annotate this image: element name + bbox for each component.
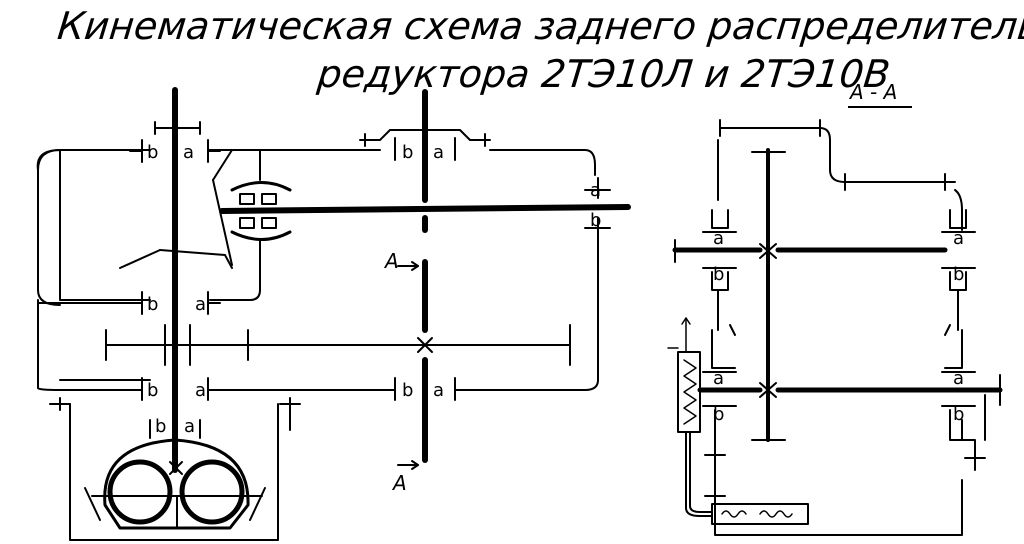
bearing-label-b: b [590, 210, 601, 231]
upper-right-housing-line [489, 149, 596, 176]
bearing-label-a: a [183, 142, 194, 163]
bearing-label-b: b [402, 380, 413, 401]
axle-gear-right [179, 459, 245, 525]
oil-filter [711, 503, 809, 525]
upper-left-housing-line [37, 149, 143, 171]
bevel-gear-left [119, 249, 161, 269]
lower-housing-box [69, 403, 279, 541]
clutch-housing-line [209, 149, 261, 301]
oil-pipe [685, 431, 713, 517]
bearing-label-b: b [147, 294, 158, 315]
clutch-cam-upper [230, 181, 292, 192]
bevel-gear-upper [212, 149, 233, 181]
left-main-scheme [36, 87, 631, 541]
bearing-label-b: b [147, 380, 158, 401]
bearing-label-b: b [953, 404, 964, 425]
right-housing-line [454, 239, 599, 391]
section-a-a [667, 119, 1003, 536]
bearing-label-b: b [953, 264, 964, 285]
bearing-label-a: a [953, 368, 964, 389]
bearing-label-a: a [195, 380, 206, 401]
bearing-label-a: a [184, 416, 195, 437]
bearing-labels: b a b a a b b a b a b a b a a b a b a b … [147, 142, 964, 437]
section-lower-housing [714, 409, 963, 536]
bearing-label-a: a [433, 142, 444, 163]
bearing-label-b: b [147, 142, 158, 163]
section-view-label: А - А [850, 80, 898, 104]
bearing-label-a: a [433, 380, 444, 401]
bearing-label-a: a [713, 368, 724, 389]
bearing-label-a: a [713, 228, 724, 249]
bearing-label-b: b [713, 404, 724, 425]
section-label-underline [848, 106, 912, 108]
axle-gear-housing [103, 438, 250, 530]
bearing-label-a: a [590, 180, 601, 201]
section-top-housing [719, 127, 956, 183]
cut-marker-bottom: А [391, 471, 407, 495]
input-shaft [219, 204, 631, 214]
clutch-cam-lower [230, 230, 292, 241]
bearing-label-a: a [195, 294, 206, 315]
cut-marker-top: А [383, 249, 399, 273]
bearing-label-b: b [713, 264, 724, 285]
pump-spring [683, 359, 697, 425]
bearing-label-b: b [155, 416, 166, 437]
bearing-label-b: b [402, 142, 413, 163]
axle-gear-left [107, 459, 173, 525]
bearing-label-a: a [953, 228, 964, 249]
lower-left-housing-line [37, 387, 143, 391]
